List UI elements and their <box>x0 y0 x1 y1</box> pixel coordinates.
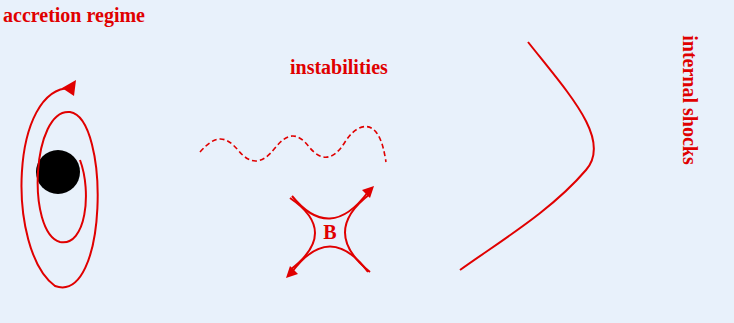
field-symbol: B <box>323 221 336 243</box>
process-label: instabilities <box>290 56 388 78</box>
accretion-spiral <box>22 88 98 287</box>
reconnection-field-lines <box>290 192 370 272</box>
disk-shape <box>1 19 119 315</box>
jet-shape <box>140 39 731 300</box>
shock-front <box>460 42 594 270</box>
jet-region-outline <box>140 38 732 302</box>
instability-wave <box>200 127 386 162</box>
spiral-arrowhead <box>62 80 76 96</box>
accretion-disk-outline <box>0 18 120 316</box>
process-label: internal shocks <box>679 35 701 164</box>
field-arrowhead <box>286 266 298 278</box>
accretion-disk: accretion regime <box>0 18 120 316</box>
jet-region: instabilitiesBinternal shocks <box>140 38 732 302</box>
region-label: accretion regime <box>3 4 145 26</box>
field-arrowhead <box>362 186 374 198</box>
black-hole <box>36 150 80 194</box>
